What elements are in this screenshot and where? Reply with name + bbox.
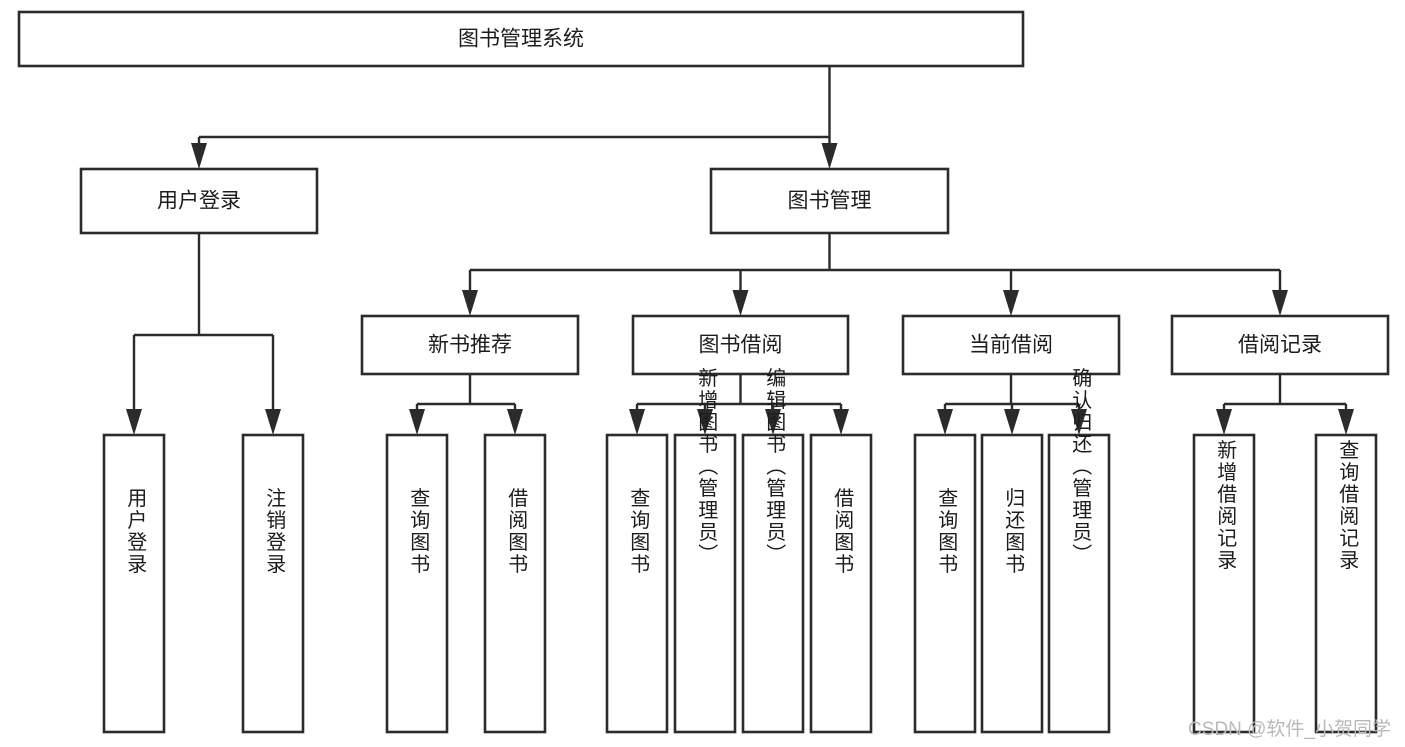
connector-arrow-head	[1071, 409, 1087, 435]
node-box-leaf-query-book-borrow[interactable]	[605, 433, 669, 734]
connector-arrow-head	[697, 409, 713, 435]
node-leaf-return-book[interactable]: 归还图书	[980, 433, 1044, 734]
node-book-manage[interactable]: 图书管理	[709, 167, 950, 235]
node-box-leaf-query-book-current[interactable]	[913, 433, 977, 734]
node-label-leaf-add-book-admin: 新增图书（管理员）	[695, 367, 718, 565]
node-box-leaf-edit-book-admin[interactable]	[741, 433, 805, 734]
node-leaf-query-borrow-record[interactable]: 查询借阅记录	[1314, 433, 1378, 734]
node-label-leaf-query-book-recommend: 查询图书	[407, 487, 430, 575]
connector-arrow-head	[1003, 290, 1019, 316]
node-label-leaf-borrow-book: 借阅图书	[831, 487, 854, 575]
node-box-leaf-borrow-book-recommend[interactable]	[483, 433, 547, 734]
node-leaf-user-login[interactable]: 用户登录	[102, 433, 166, 734]
node-box-leaf-add-borrow-record[interactable]	[1192, 433, 1256, 734]
node-label-borrow-record: 借阅记录	[1238, 334, 1322, 357]
connector-arrow-head	[1338, 409, 1354, 435]
node-box-user-login[interactable]	[79, 167, 319, 235]
node-box-leaf-confirm-return-admin[interactable]	[1047, 433, 1111, 734]
node-label-book-manage: 图书管理	[788, 190, 872, 213]
node-leaf-confirm-return-admin[interactable]: 确认归还（管理员）	[1047, 367, 1111, 734]
node-leaf-query-book-recommend[interactable]: 查询图书	[385, 433, 449, 734]
connector-arrow-head	[937, 409, 953, 435]
connector-arrow-head	[821, 143, 838, 169]
node-box-leaf-query-book-recommend[interactable]	[385, 433, 449, 734]
nodes-layer: 图书管理系统用户登录图书管理新书推荐图书借阅当前借阅借阅记录用户登录注销登录查询…	[17, 10, 1390, 734]
node-leaf-edit-book-admin[interactable]: 编辑图书（管理员）	[741, 367, 805, 734]
node-box-book-manage[interactable]	[709, 167, 950, 235]
connector-arrow-head	[1216, 409, 1232, 435]
node-borrow-record[interactable]: 借阅记录	[1170, 314, 1390, 376]
node-new-book-recommend[interactable]: 新书推荐	[360, 314, 580, 376]
node-box-borrow-record[interactable]	[1170, 314, 1390, 376]
connector-arrow-head	[191, 143, 207, 169]
node-label-new-book-recommend: 新书推荐	[428, 334, 512, 357]
connector-arrow-head	[507, 409, 523, 435]
connector-arrow-head	[833, 409, 849, 435]
node-label-current-borrow: 当前借阅	[969, 334, 1053, 357]
node-label-book-borrow: 图书借阅	[699, 334, 783, 357]
node-leaf-add-book-admin[interactable]: 新增图书（管理员）	[673, 367, 737, 734]
node-leaf-add-borrow-record[interactable]: 新增借阅记录	[1192, 433, 1256, 734]
connector-arrow-head	[732, 290, 749, 316]
node-label-leaf-return-book: 归还图书	[1002, 487, 1025, 575]
connector-arrow-head	[462, 290, 478, 316]
node-box-leaf-return-book[interactable]	[980, 433, 1044, 734]
node-box-root[interactable]	[17, 10, 1025, 68]
node-leaf-borrow-book[interactable]: 借阅图书	[809, 433, 873, 734]
connector-arrow-head	[765, 409, 781, 435]
connector-arrow-head	[126, 409, 142, 435]
node-book-borrow[interactable]: 图书借阅	[631, 314, 850, 376]
node-leaf-borrow-book-recommend[interactable]: 借阅图书	[483, 433, 547, 734]
node-root[interactable]: 图书管理系统	[17, 10, 1025, 68]
connector-arrow-head	[409, 409, 425, 435]
node-label-leaf-logout-login: 注销登录	[263, 487, 286, 575]
node-leaf-query-book-borrow[interactable]: 查询图书	[605, 433, 669, 734]
node-box-leaf-query-borrow-record[interactable]	[1314, 433, 1378, 734]
connector-arrow-head	[629, 409, 645, 435]
node-box-new-book-recommend[interactable]	[360, 314, 580, 376]
node-label-leaf-confirm-return-admin: 确认归还（管理员）	[1069, 367, 1092, 565]
node-leaf-logout-login[interactable]: 注销登录	[241, 433, 305, 734]
node-label-leaf-add-borrow-record: 新增借阅记录	[1214, 439, 1237, 571]
node-label-leaf-query-book-current: 查询图书	[935, 487, 958, 575]
node-box-leaf-add-book-admin[interactable]	[673, 433, 737, 734]
node-leaf-query-book-current[interactable]: 查询图书	[913, 433, 977, 734]
connector-arrow-head	[1004, 409, 1020, 435]
node-label-leaf-user-login: 用户登录	[124, 488, 147, 576]
node-user-login[interactable]: 用户登录	[79, 167, 319, 235]
connectors-layer	[126, 66, 1354, 435]
node-box-current-borrow[interactable]	[901, 314, 1121, 376]
node-label-root: 图书管理系统	[458, 28, 584, 51]
connector-arrow-head	[1272, 290, 1288, 316]
node-label-leaf-edit-book-admin: 编辑图书（管理员）	[763, 367, 786, 565]
node-label-leaf-query-book-borrow: 查询图书	[627, 487, 650, 575]
node-box-book-borrow[interactable]	[631, 314, 850, 376]
node-current-borrow[interactable]: 当前借阅	[901, 314, 1121, 376]
node-box-leaf-user-login[interactable]	[102, 433, 166, 734]
node-box-leaf-borrow-book[interactable]	[809, 433, 873, 734]
node-label-user-login: 用户登录	[157, 190, 241, 213]
node-label-leaf-borrow-book-recommend: 借阅图书	[505, 487, 528, 575]
node-box-leaf-logout-login[interactable]	[241, 433, 305, 734]
connector-arrow-head	[265, 409, 281, 435]
node-label-leaf-query-borrow-record: 查询借阅记录	[1336, 439, 1359, 571]
